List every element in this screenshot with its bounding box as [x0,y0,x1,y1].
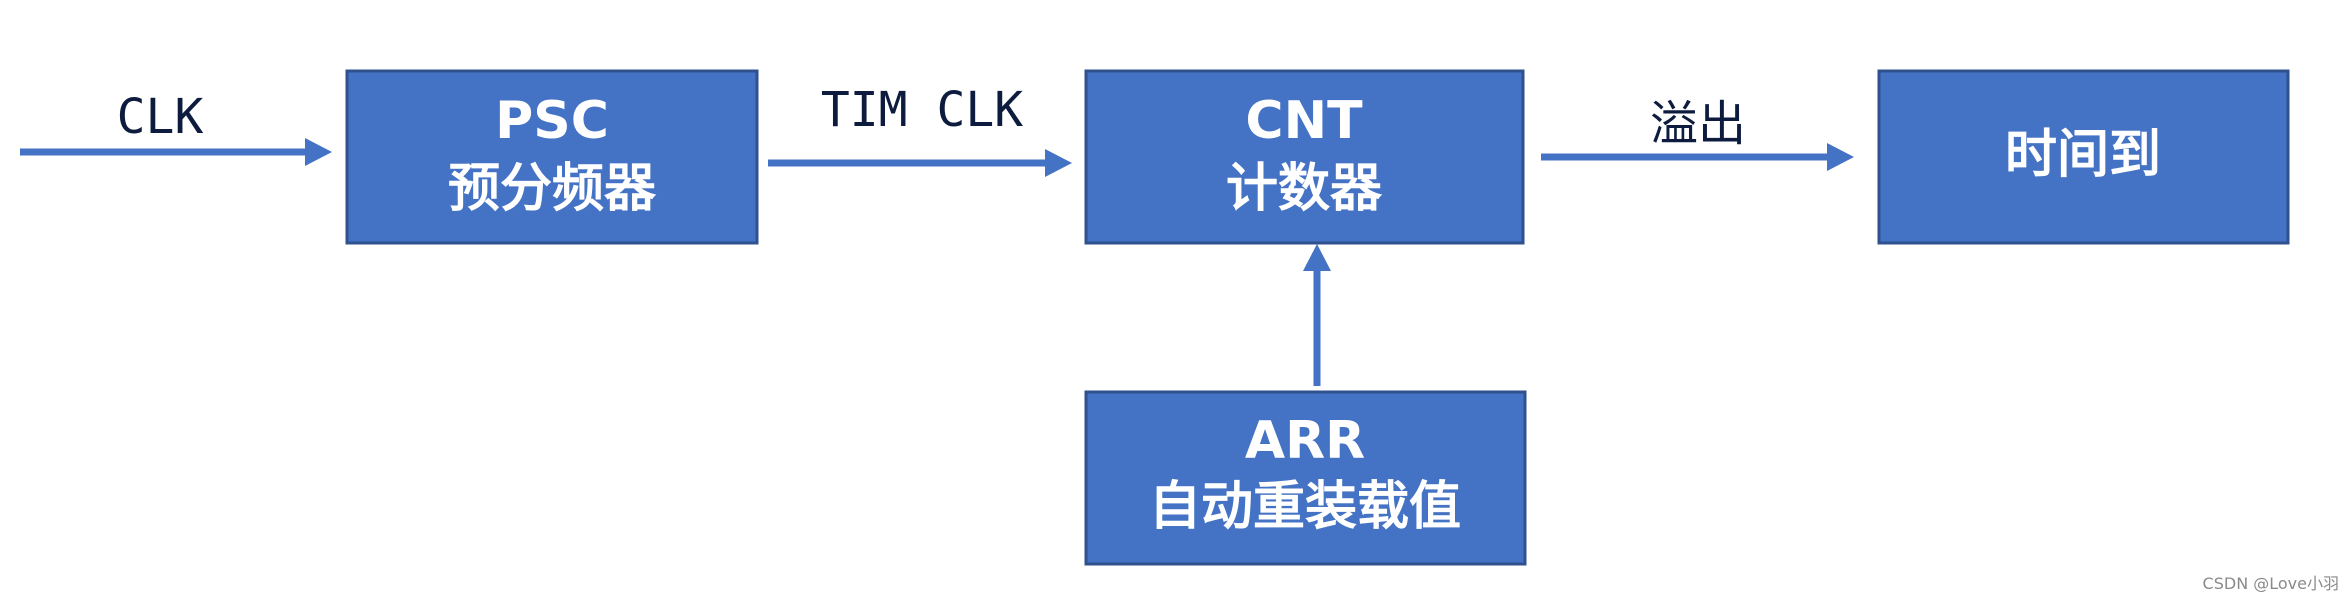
arrow-arr-to-cnt [1303,244,1331,386]
cnt-subtitle: 计数器 [1226,159,1383,219]
result-title: 时间到 [2005,125,2161,185]
arrow-clk-to-psc [20,138,332,166]
psc-subtitle: 预分频器 [448,159,657,219]
cnt-title: CNT [1245,91,1363,151]
watermark: CSDN @Love小羽 [2202,574,2339,593]
arr-subtitle: 自动重装载值 [1149,477,1461,537]
clk-label: CLK [117,89,204,145]
psc-prescaler-box: PSC 预分频器 [345,69,759,245]
psc-title: PSC [495,91,609,151]
cnt-counter-box: CNT 计数器 [1084,69,1525,245]
tim-clk-label: TIM CLK [821,82,1023,138]
overflow-label: 溢出 [1650,96,1746,152]
arr-autoreload-box: ARR 自动重装载值 [1084,390,1527,566]
arr-title: ARR [1245,411,1365,471]
arrow-psc-to-cnt [768,149,1072,177]
arrow-cnt-to-result [1541,143,1854,171]
timeout-result-box: 时间到 [1877,69,2290,245]
